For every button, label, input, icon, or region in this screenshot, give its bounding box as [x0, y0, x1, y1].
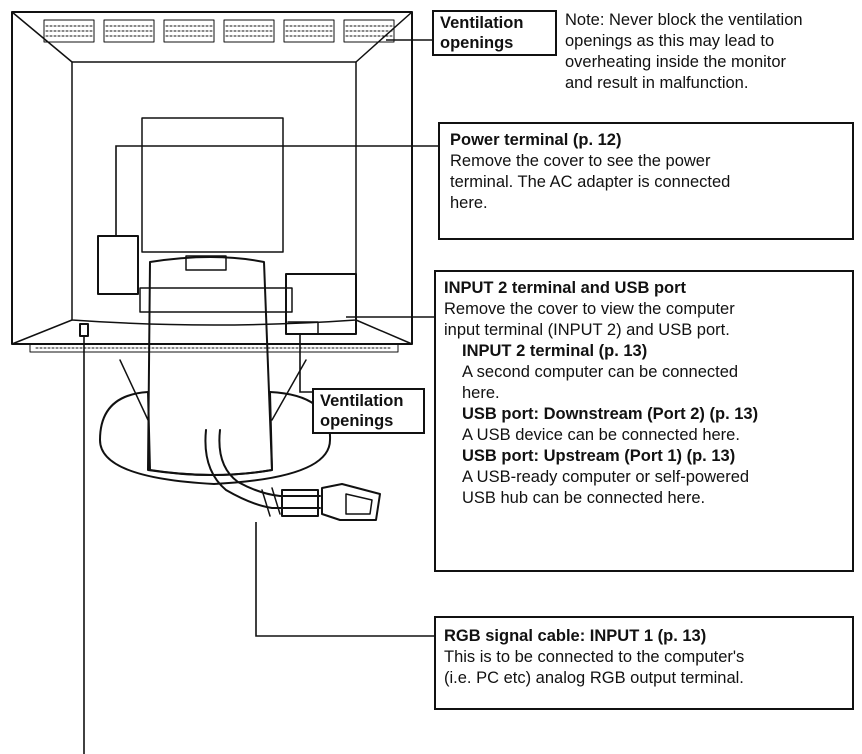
usb-upstream-text: USB hub can be connected here. [462, 489, 706, 507]
frame-perspective-lines [11, 11, 413, 345]
input2-usb-intro: Remove the cover to view the computer [444, 300, 735, 318]
vent-top-label: Ventilation openings [432, 10, 557, 56]
power-terminal-cover [97, 235, 139, 295]
back-raised-block [141, 117, 284, 253]
input2-terminal-text: A second computer can be connected [462, 363, 739, 381]
vent-top-label-line2: openings [440, 34, 514, 52]
note-line: and result in malfunction. [565, 74, 749, 92]
ventilation-note: Note: Never block the ventilation openin… [565, 10, 803, 94]
stand-base [99, 391, 332, 485]
monitor-back-panel [71, 61, 357, 326]
rgb-cable-text: (i.e. PC etc) analog RGB output terminal… [444, 669, 744, 687]
rgb-cable-text: This is to be connected to the computer'… [444, 648, 745, 666]
usb-upstream-title: USB port: Upstream (Port 1) (p. 13) [462, 447, 736, 465]
vent-bottom-label-line1: Ventilation [320, 392, 404, 410]
power-terminal-callout: Power terminal (p. 12) Remove the cover … [438, 122, 854, 240]
note-line: openings as this may lead to [565, 32, 775, 50]
rgb-cable-title: RGB signal cable: INPUT 1 (p. 13) [444, 627, 707, 645]
note-line: Note: Never block the ventilation [565, 11, 803, 29]
callout-leaders [83, 39, 438, 754]
input2-terminal-title: INPUT 2 terminal (p. 13) [462, 342, 648, 360]
usb-downstream-text: A USB device can be connected here. [462, 426, 740, 444]
input2-terminal-text: here. [462, 384, 500, 402]
power-terminal-text: here. [450, 194, 488, 212]
input2-usb-intro: input terminal (INPUT 2) and USB port. [444, 321, 730, 339]
stand-hinge [139, 287, 293, 313]
vent-bottom-label: Ventilation openings [312, 388, 425, 434]
note-line: overheating inside the monitor [565, 53, 787, 71]
stand-column [147, 256, 273, 476]
power-terminal-text: terminal. The AC adapter is connected [450, 173, 731, 191]
vent-bottom-label-line2: openings [320, 412, 394, 430]
ferrite-core [281, 489, 319, 517]
usb-downstream-title: USB port: Downstream (Port 2) (p. 13) [462, 405, 759, 423]
bottom-vent-strip [29, 343, 399, 353]
input2-usb-callout: INPUT 2 terminal and USB port Remove the… [434, 270, 854, 572]
kensington-slot [79, 323, 89, 337]
top-vent-grille [43, 19, 395, 43]
input2-usb-title: INPUT 2 terminal and USB port [444, 279, 687, 297]
vent-top-label-line1: Ventilation [440, 14, 524, 32]
power-terminal-title: Power terminal (p. 12) [450, 131, 622, 149]
power-terminal-text: Remove the cover to see the power [450, 152, 711, 170]
input2-usb-cover [285, 273, 357, 335]
vga-connector [321, 483, 381, 521]
rgb-cable-callout: RGB signal cable: INPUT 1 (p. 13) This i… [434, 616, 854, 710]
rgb-cable [204, 429, 321, 509]
usb-upstream-text: A USB-ready computer or self-powered [462, 468, 750, 486]
